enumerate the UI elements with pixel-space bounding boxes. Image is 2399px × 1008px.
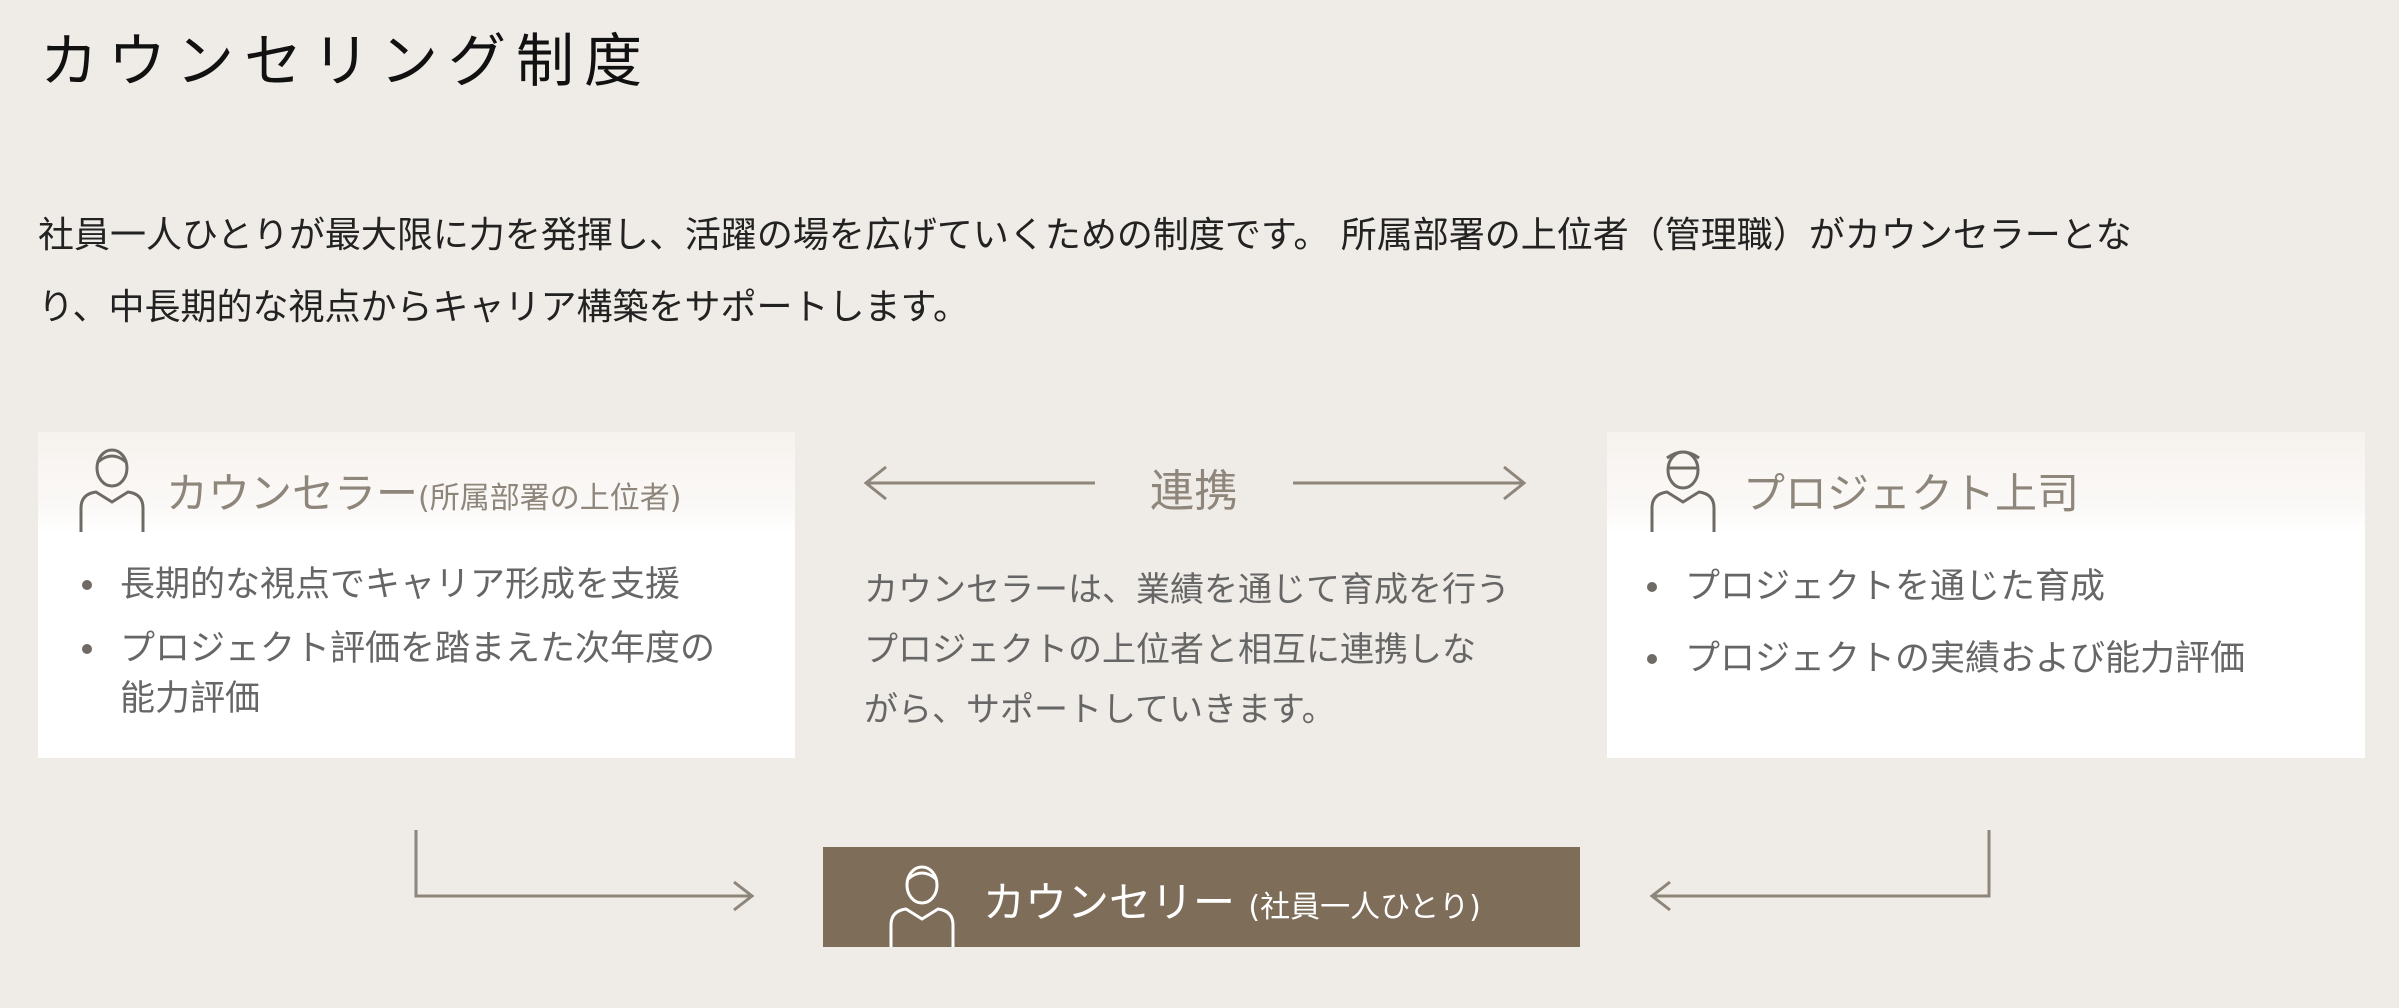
- person-icon: [76, 444, 148, 536]
- list-item: プロジェクトを通じた育成: [1645, 562, 2245, 612]
- collab-arrow-left-head: [863, 465, 887, 501]
- counselor-card-title: カウンセラー(所属部署の上位者): [166, 460, 681, 521]
- counselee-title: カウンセリー (社員一人ひとり): [983, 869, 1481, 930]
- project-to-counselee-line: [1652, 830, 1991, 898]
- project-manager-card: プロジェクト上司 プロジェクトを通じた育成 プロジェクトの実績および能力評価: [1607, 432, 2365, 758]
- project-card-header: プロジェクト上司: [1607, 432, 2365, 532]
- person-icon: [886, 859, 958, 947]
- project-card-title: プロジェクト上司: [1743, 469, 2080, 518]
- list-item: プロジェクト評価を踏まえた次年度の: [80, 624, 715, 674]
- counselee-subtitle-text: (社員一人ひとり): [1248, 890, 1481, 925]
- counselor-arrow-head: [733, 880, 755, 912]
- project-duty-list: プロジェクトを通じた育成 プロジェクトの実績および能力評価: [1645, 562, 2245, 684]
- intro-line-2: り、中長期的な視点からキャリア構築をサポートします。: [38, 287, 969, 328]
- intro-line-1: 社員一人ひとりが最大限に力を発揮し、活躍の場を広げていくための制度です。 所属部…: [38, 215, 2132, 256]
- collaboration-label: 連携: [1150, 466, 1238, 517]
- counselor-duty-list: 長期的な視点でキャリア形成を支援 プロジェクト評価を踏まえた次年度の: [80, 560, 715, 674]
- project-arrow-head: [1649, 880, 1671, 912]
- counselor-list-continuation: 能力評価: [120, 679, 261, 719]
- counselor-subtitle-text: (所属部署の上位者): [418, 481, 682, 516]
- intro-paragraph: 社員一人ひとりが最大限に力を発揮し、活躍の場を広げていくための制度です。 所属部…: [38, 200, 2368, 344]
- collaboration-text-line-2: プロジェクトの上位者と相互に連携しな: [864, 630, 1476, 670]
- counselee-title-text: カウンセリー: [983, 878, 1236, 927]
- collab-arrow-right-head: [1503, 465, 1527, 501]
- collaboration-text-line-3: がら、サポートしていきます。: [864, 690, 1336, 730]
- counselee-box: カウンセリー (社員一人ひとり): [823, 847, 1580, 947]
- counselor-card: カウンセラー(所属部署の上位者) 長期的な視点でキャリア形成を支援 プロジェクト…: [38, 432, 795, 758]
- collaboration-text-line-1: カウンセラーは、業績を通じて育成を行う: [864, 570, 1510, 610]
- collaboration-text: カウンセラーは、業績を通じて育成を行う プロジェクトの上位者と相互に連携しな が…: [864, 560, 1564, 740]
- list-item: 長期的な視点でキャリア形成を支援: [80, 560, 715, 610]
- person-icon: [1647, 444, 1719, 536]
- list-item: プロジェクトの実績および能力評価: [1645, 634, 2245, 684]
- counselor-to-counselee-line: [414, 830, 752, 898]
- counselor-title-text: カウンセラー: [166, 469, 419, 518]
- counselor-card-header: カウンセラー(所属部署の上位者): [38, 432, 795, 532]
- page-title: カウンセリング制度: [40, 27, 653, 95]
